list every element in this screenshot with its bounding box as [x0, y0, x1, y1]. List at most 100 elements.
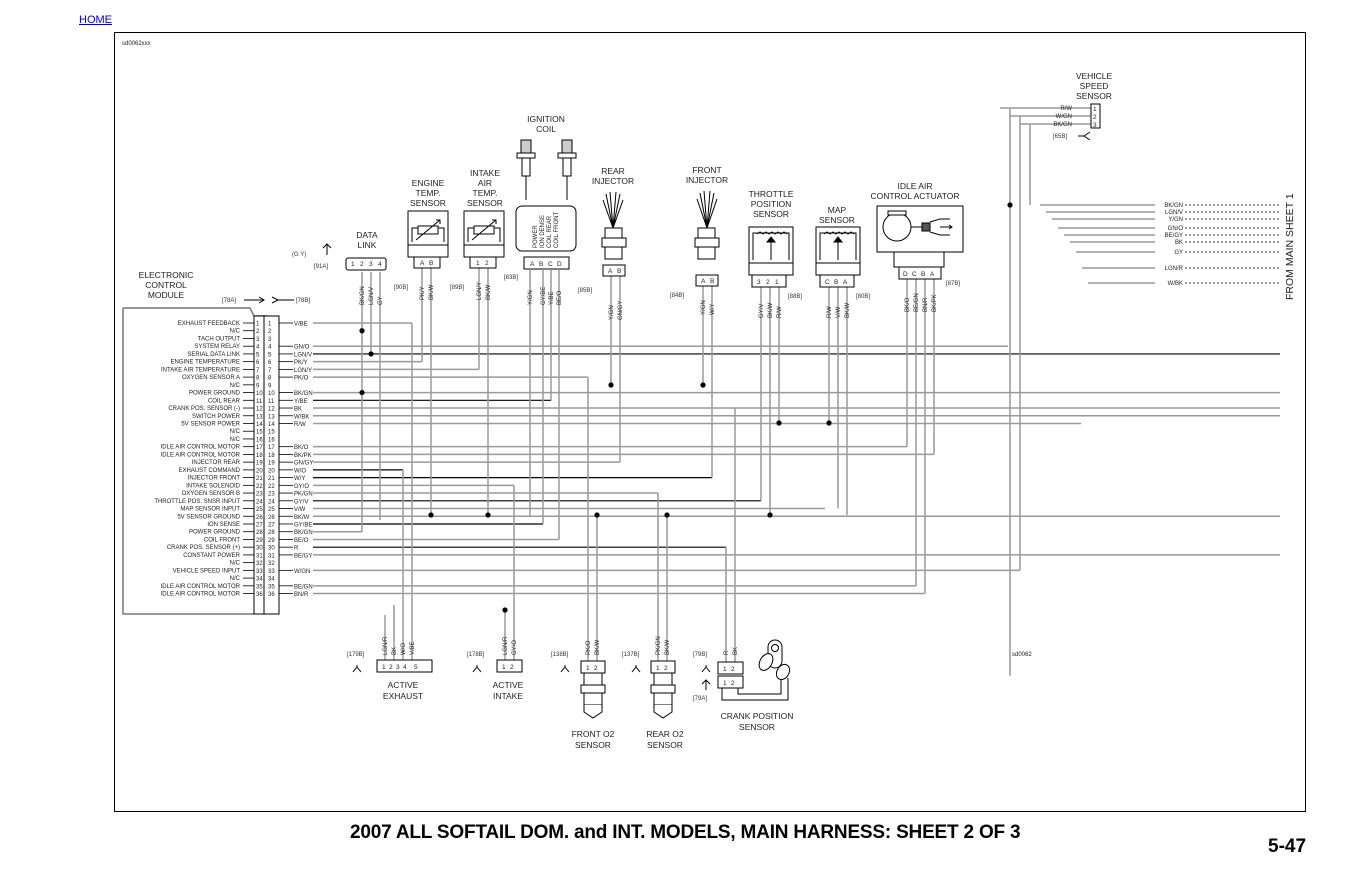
wire-color-label: BE/GY — [1165, 233, 1183, 239]
svg-text:3: 3 — [396, 664, 400, 671]
ecm-pin-number: 36 — [256, 592, 263, 598]
svg-text:[83B]: [83B] — [504, 275, 518, 281]
splice-dot — [700, 382, 706, 388]
home-link[interactable]: HOME — [79, 14, 112, 26]
ecm-pin-number: 19 — [268, 461, 275, 467]
ecm-pin-label: N/C — [230, 561, 241, 567]
svg-text:POSITION: POSITION — [751, 199, 792, 209]
ecm-pin-number: 11 — [268, 399, 275, 405]
crank-position-sensor: 1 2 1 2 [79B] [79A] CRANK POSITION SENSO… — [693, 639, 793, 732]
potentiometer-icon — [819, 231, 857, 260]
splice-dot — [502, 607, 508, 613]
ecm-pin-number: 32 — [268, 561, 275, 567]
wire-color-label: PK/Y — [294, 360, 308, 366]
valve-icon — [929, 218, 953, 236]
ignition-coil: IGNITION COIL POWER ION DENSE COIL REAR … — [504, 114, 577, 281]
ecm-pin-label: POWER GROUND — [189, 391, 241, 397]
wire-color-label: BK/GN — [294, 391, 313, 397]
svg-text:3: 3 — [369, 261, 373, 268]
ecm-pin-number: 10 — [268, 391, 275, 397]
svg-text:TEMP.: TEMP. — [473, 188, 498, 198]
svg-text:1: 1 — [775, 279, 779, 286]
rear-o2-sensor: 1 2 [137B] REAR O2 SENSOR — [622, 652, 684, 750]
front-injector: FRONT INJECTOR A B [84B] — [670, 165, 728, 299]
ecm-pin-number: 10 — [256, 391, 263, 397]
splice-dot — [776, 420, 782, 426]
ecm-pin-number: 31 — [256, 553, 263, 559]
svg-text:1: 1 — [502, 664, 506, 671]
svg-text:D: D — [557, 261, 562, 268]
ecm-pin-label: POWER GROUND — [189, 530, 241, 536]
svg-text:[178B]: [178B] — [467, 652, 485, 658]
wire-color-label: V/BE — [294, 322, 308, 328]
svg-text:1: 1 — [1093, 106, 1097, 113]
svg-text:B: B — [710, 278, 714, 285]
splice-dot — [767, 512, 773, 518]
vehicle-speed-sensor: VEHICLE SPEED SENSOR 1 2 3 [65B] — [1053, 71, 1113, 141]
wire-color-label: W/Y — [710, 304, 716, 315]
ecm-pin-number: 20 — [268, 468, 275, 474]
ecm-pin-label: COIL FRONT — [204, 537, 240, 543]
svg-text:INJECTOR: INJECTOR — [592, 176, 634, 186]
svg-text:SENSOR: SENSOR — [410, 198, 446, 208]
svg-text:ENGINE: ENGINE — [412, 178, 445, 188]
splice-dot — [608, 382, 614, 388]
wire-color-label: GY — [378, 296, 384, 305]
ecm-pin-number: 1 — [268, 322, 272, 328]
svg-text:[85B]: [85B] — [578, 288, 592, 294]
ecm-pin-number: 35 — [268, 584, 275, 590]
ecm-pin-label: SWITCH POWER — [192, 414, 241, 420]
wire-color-label: Y/GN — [528, 290, 534, 305]
ecm-pin-number: 23 — [256, 492, 263, 498]
splice-dot — [359, 328, 365, 334]
wire-color-label: W/BK — [294, 414, 309, 420]
ecm-pin-number: 3 — [256, 337, 260, 343]
ecm-title-3: MODULE — [148, 290, 185, 300]
wire-color-label: R/W — [294, 422, 306, 428]
ecm-pin-number: 6 — [268, 360, 272, 366]
page-title: 2007 ALL SOFTAIL DOM. and INT. MODELS, M… — [350, 822, 1021, 843]
svg-text:2: 2 — [766, 279, 770, 286]
ecm-pin-label: ION SENSE — [207, 522, 240, 528]
splice-dot — [368, 351, 374, 357]
svg-text:(G Y): (G Y) — [292, 252, 306, 258]
wire-color-label: BK/W — [486, 284, 492, 300]
ecm-pin-number: 13 — [256, 414, 263, 420]
from-main-sheet-label: FROM MAIN SHEET 1 — [1284, 193, 1296, 300]
ecm-pin-label: CONSTANT POWER — [183, 553, 240, 559]
svg-text:SENSOR: SENSOR — [647, 740, 683, 750]
spark-plug-boot-icon — [516, 139, 577, 200]
ecm-pin-number: 32 — [256, 561, 263, 567]
wire-color-label: R/W — [827, 306, 833, 318]
ecm-pin-number: 17 — [256, 445, 263, 451]
ecm-pin-label: N/C — [230, 437, 241, 443]
svg-text:VEHICLE: VEHICLE — [1076, 71, 1113, 81]
ecm-pin-number: 34 — [256, 577, 263, 583]
svg-text:1: 1 — [586, 665, 590, 672]
svg-text:EXHAUST: EXHAUST — [383, 691, 423, 701]
svg-text:REAR: REAR — [601, 166, 625, 176]
ecm-pin-number: 9 — [256, 383, 260, 389]
ecm-pin-number: 18 — [268, 453, 275, 459]
svg-text:FRONT: FRONT — [692, 165, 721, 175]
wire-color-label: Y/BE — [549, 291, 555, 305]
ecm-pin-label: COIL REAR — [208, 398, 241, 404]
ecm-title-1: ELECTRONIC — [139, 270, 194, 280]
svg-text:C: C — [912, 271, 917, 278]
arrow-up-icon — [322, 243, 332, 255]
ecm-pin-number: 27 — [256, 522, 263, 528]
wire-color-label: BE/O — [294, 538, 309, 544]
ecm-pin-number: 9 — [268, 383, 272, 389]
svg-text:TEMP.: TEMP. — [416, 188, 441, 198]
ecm-pin-label: 5V SENSOR GROUND — [177, 514, 240, 520]
ecm-module: ELECTRONIC CONTROL MODULE [78A] [78B] EX… — [122, 270, 313, 615]
wire-color-label: GY/O — [512, 640, 518, 655]
ecm-pin-number: 17 — [268, 445, 275, 451]
svg-text:1: 1 — [656, 665, 660, 672]
spray-icon — [696, 190, 718, 230]
svg-text:A: A — [530, 261, 535, 268]
splice-dot — [826, 420, 832, 426]
wire-color-label: W/O — [401, 643, 407, 655]
wire-color-label: BK/W — [665, 639, 671, 655]
svg-text:3: 3 — [757, 279, 761, 286]
